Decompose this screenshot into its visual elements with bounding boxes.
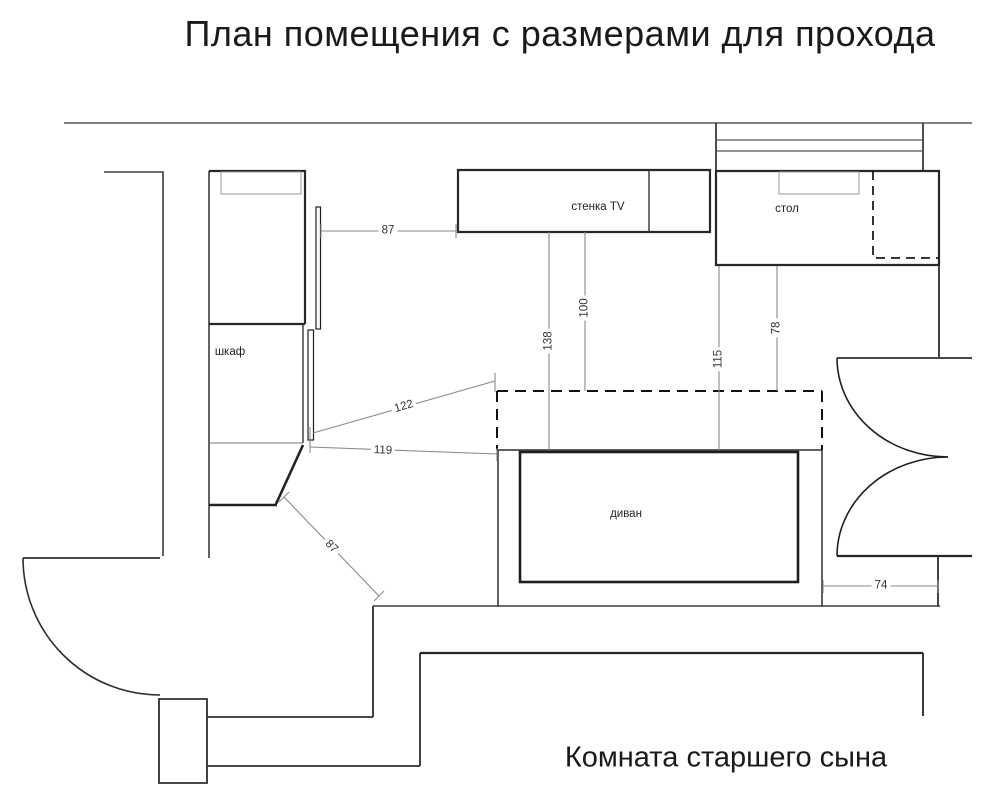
wardrobe-door-leaf-lower bbox=[307, 329, 315, 441]
dim-78: 78 bbox=[770, 318, 784, 338]
sofa-label: диван bbox=[610, 508, 642, 520]
room-label: Комната старшего сына bbox=[564, 741, 888, 774]
dim-115: 115 bbox=[712, 346, 726, 372]
dimension-lines bbox=[278, 224, 939, 602]
tv-unit-shape bbox=[456, 168, 712, 234]
dim-87-top: 87 bbox=[378, 224, 398, 238]
dim-138: 138 bbox=[542, 328, 556, 354]
door-swing-arc-right-bottom bbox=[836, 456, 949, 557]
passage-dashed-outline bbox=[496, 390, 823, 450]
dim-119: 119 bbox=[370, 444, 396, 458]
page-title: План помещения с размерами для прохода bbox=[184, 13, 936, 54]
sofa-shape bbox=[497, 449, 823, 606]
desk-label: стол bbox=[775, 203, 799, 215]
walls bbox=[22, 122, 972, 784]
dim-100: 100 bbox=[578, 295, 592, 321]
desk-shape bbox=[714, 169, 941, 267]
wardrobe-label: шкаф bbox=[214, 346, 246, 358]
wardrobe-door-leaf-upper bbox=[315, 206, 322, 330]
dim-74: 74 bbox=[871, 579, 891, 593]
wardrobe-shape bbox=[209, 169, 322, 507]
window bbox=[715, 123, 924, 170]
door-swing-arc-right-top bbox=[836, 357, 949, 458]
tv-unit-label: стенка TV bbox=[571, 201, 625, 213]
door-swing-arc-left bbox=[22, 557, 161, 696]
